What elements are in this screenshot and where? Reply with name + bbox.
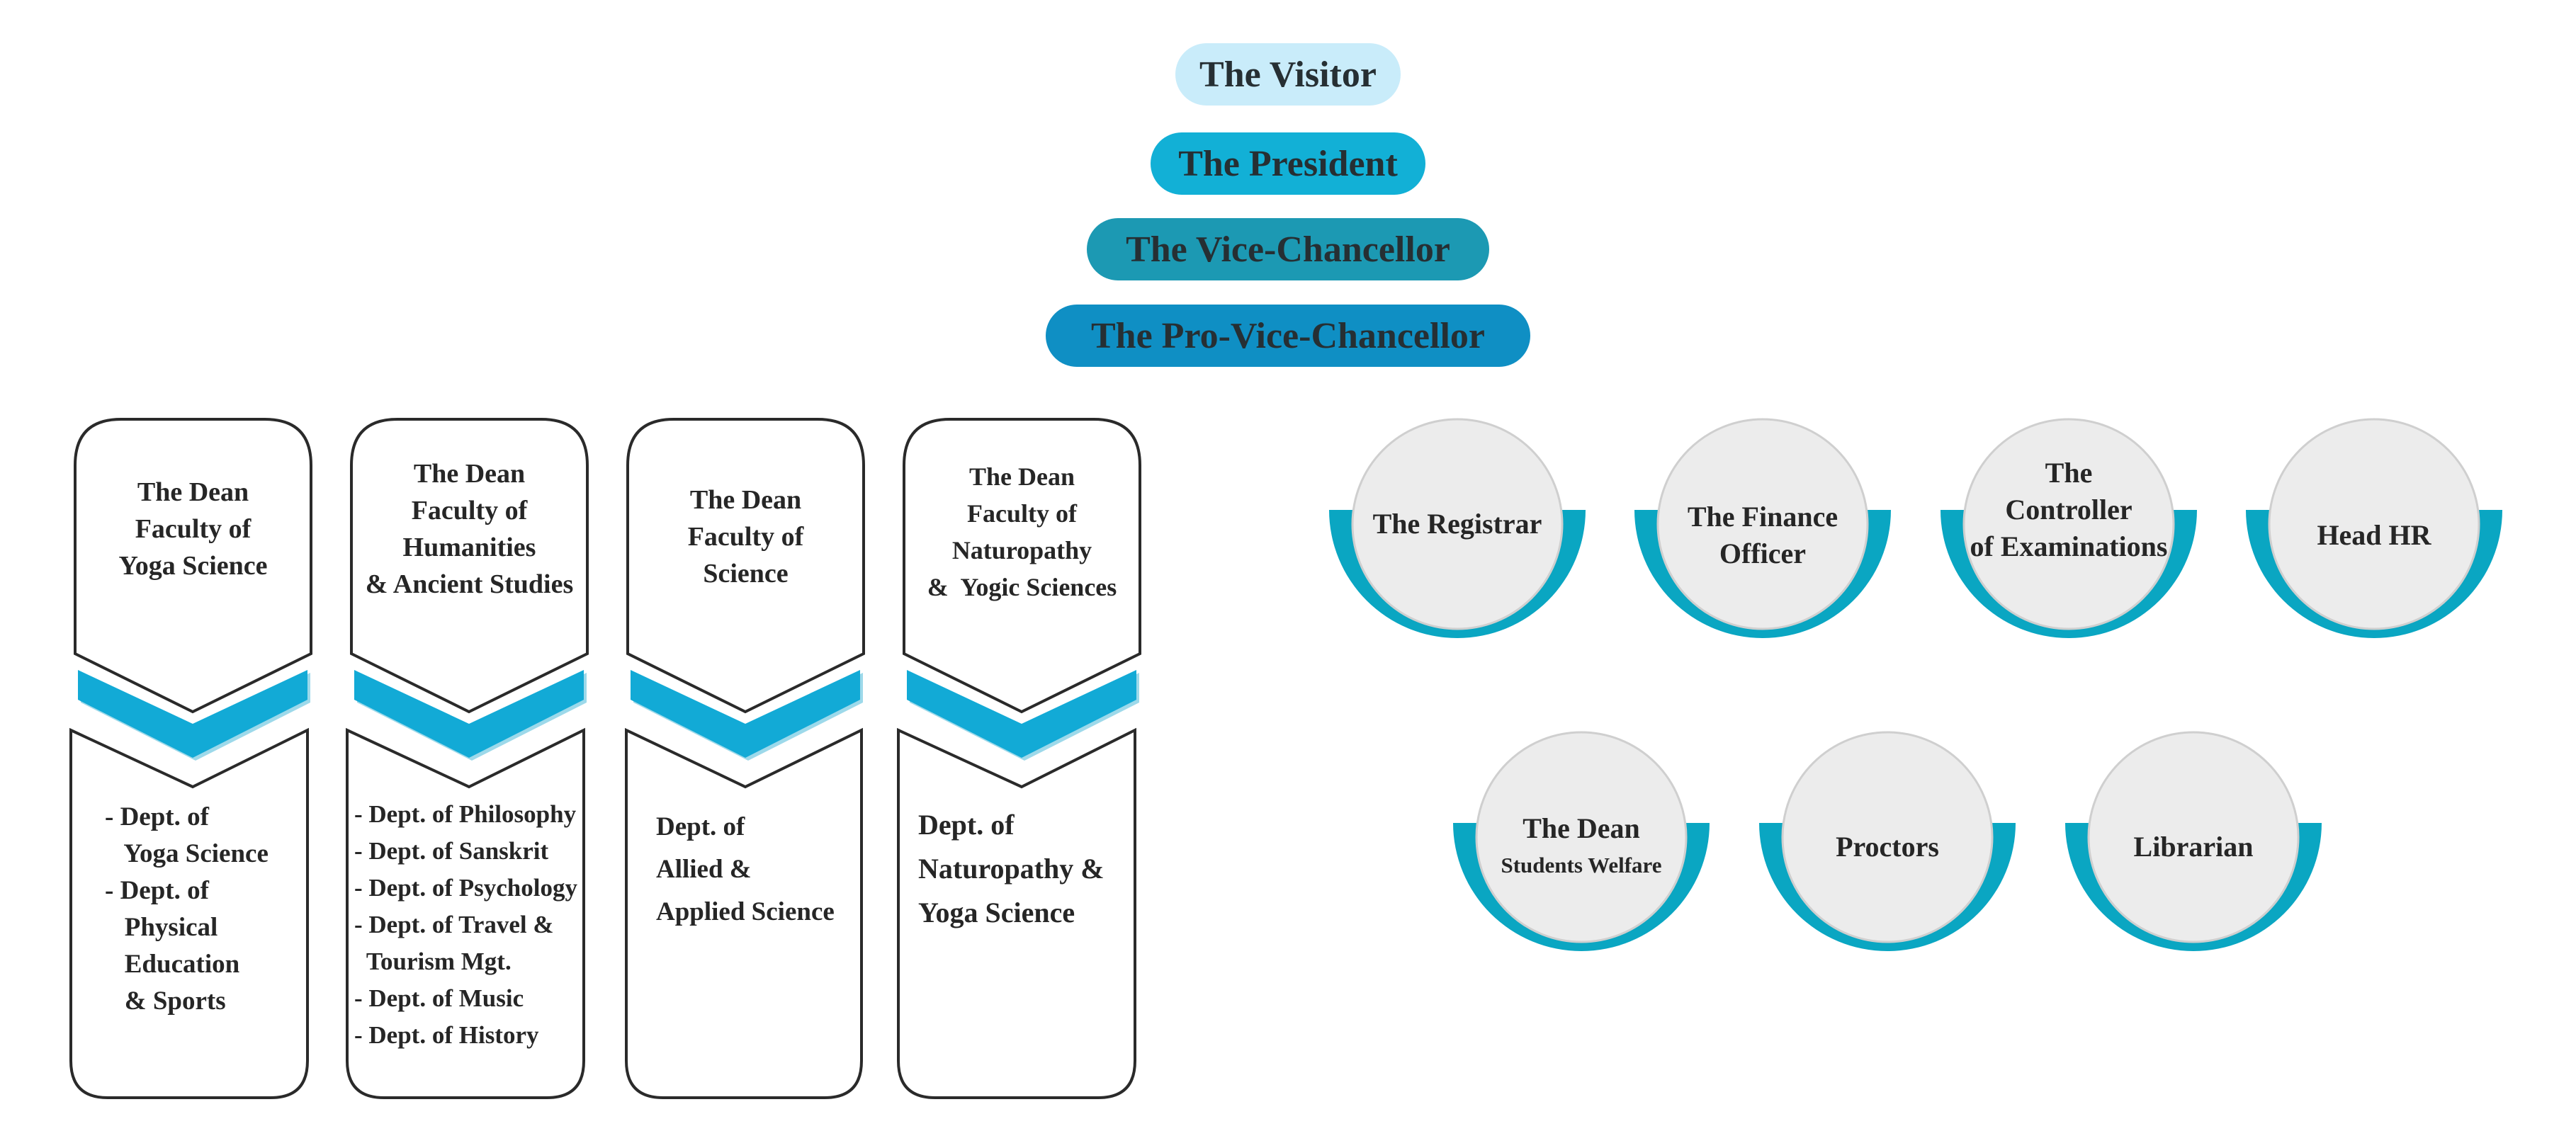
dean-line: Science	[703, 559, 789, 589]
dept-line: Dept. of	[656, 812, 745, 841]
president-pill: The President	[1151, 132, 1425, 195]
officer-line: Proctors	[1836, 831, 1939, 863]
chevron-arrow	[354, 670, 584, 758]
dean-line: The Dean	[689, 485, 802, 515]
dean-line: Yoga Science	[118, 551, 268, 581]
visitor-pill: The Visitor	[1175, 43, 1401, 106]
officer-line: Controller	[2005, 494, 2132, 525]
dept-line: Tourism Mgt.	[354, 948, 512, 975]
officer-label-controller: The Controller of Examinations	[1964, 404, 2174, 616]
officer-circle-hr	[2246, 418, 2502, 638]
officer-label-finance: The Finance Officer	[1658, 429, 1868, 642]
dean-line: The Dean	[137, 477, 249, 507]
dean-line: Faculty of	[411, 496, 528, 525]
circle-disc	[1475, 731, 1688, 943]
circle-disc	[1962, 418, 2175, 630]
faculty-departments: - Dept. of Philosophy - Dept. of Sanskri…	[354, 796, 577, 1054]
officer-circle-controller	[1941, 418, 2197, 638]
faculty-column-3	[625, 418, 865, 1099]
faculty-dept-box	[69, 727, 309, 1099]
faculty-dean-label: The Dean Faculty of Yoga Science	[75, 474, 311, 584]
officer-line: The Registrar	[1372, 508, 1542, 540]
officer-circle-finance	[1634, 418, 1891, 638]
faculty-dean-label: The Dean Faculty of Humanities & Ancient…	[351, 455, 587, 603]
faculty-departments: Dept. of Allied & Applied Science	[656, 806, 835, 933]
dean-line: Faculty of	[687, 522, 804, 552]
faculty-dept-box	[346, 727, 585, 1099]
dept-line: - Dept. of Sanskrit	[354, 837, 549, 865]
officer-label-dsw: The Dean Students Welfare	[1476, 741, 1686, 953]
officer-line: of Examinations	[1970, 530, 2168, 562]
vice-chancellor-pill: The Vice-Chancellor	[1087, 218, 1489, 280]
officer-line: Librarian	[2133, 831, 2254, 863]
faculty-dean-label: The Dean Faculty of Naturopathy & Yogic …	[904, 458, 1140, 606]
dept-line: - Dept. of	[105, 876, 209, 905]
dean-line: & Ancient Studies	[365, 569, 574, 599]
faculty-dept-box	[625, 727, 863, 1099]
officer-circle-dsw	[1453, 731, 1710, 951]
faculty-dean-box	[626, 418, 865, 714]
circle-disc	[1656, 418, 1869, 630]
officer-label-proctors: Proctors	[1783, 741, 1992, 953]
circle-disc	[1781, 731, 1994, 943]
circle-disc	[1351, 418, 1564, 630]
faculty-column-1	[69, 418, 312, 1099]
faculty-column-2	[346, 418, 589, 1099]
dean-line: The Dean	[968, 462, 1075, 491]
dean-line: Faculty of	[135, 514, 252, 544]
faculty-dept-box	[897, 727, 1136, 1099]
dept-line: - Dept. of History	[354, 1021, 539, 1049]
dept-line: Allied &	[656, 855, 752, 884]
faculty-departments: - Dept. of Yoga Science - Dept. of Physi…	[105, 799, 269, 1020]
pro-vice-chancellor-pill: The Pro-Vice-Chancellor	[1046, 305, 1530, 367]
circle-disc	[2087, 731, 2300, 943]
dept-line: - Dept. of Music	[354, 984, 524, 1012]
officer-line: The Dean	[1523, 812, 1640, 844]
dept-line: - Dept. of Philosophy	[354, 800, 577, 828]
dept-line: Yoga Science	[918, 897, 1075, 928]
officer-line: Head HR	[2317, 519, 2431, 551]
faculty-dean-box	[74, 418, 312, 714]
officer-line: The	[2045, 457, 2093, 489]
dept-line: - Dept. of Travel &	[354, 911, 554, 938]
dean-line: Naturopathy	[951, 536, 1092, 564]
faculty-column-4	[897, 418, 1141, 1099]
dean-line: & Yogic Sciences	[927, 573, 1117, 601]
dept-line: Physical	[105, 913, 218, 942]
officer-circle-proctors	[1759, 731, 2016, 951]
dept-line: Naturopathy &	[918, 853, 1105, 885]
officer-circle-registrar	[1329, 418, 1586, 638]
officer-label-registrar: The Registrar	[1352, 418, 1562, 630]
officer-line: The Finance	[1687, 501, 1838, 533]
officer-label-hr: Head HR	[2269, 429, 2479, 642]
chevron-arrow	[907, 670, 1136, 758]
officer-circle-librarian	[2065, 731, 2322, 951]
faculty-dean-label: The Dean Faculty of Science	[628, 482, 864, 592]
officer-line: Officer	[1719, 538, 1807, 569]
dept-line: & Sports	[105, 987, 226, 1016]
faculty-dean-box	[903, 418, 1141, 714]
chevron-arrow	[631, 670, 860, 758]
dept-line: Dept. of	[918, 809, 1015, 841]
officer-line: Students Welfare	[1501, 853, 1662, 877]
officer-label-librarian: Librarian	[2089, 741, 2298, 953]
dept-line: Yoga Science	[105, 839, 269, 868]
dept-line: Education	[105, 950, 240, 979]
circle-disc	[2268, 418, 2480, 630]
dean-line: Humanities	[402, 533, 536, 562]
dept-line: Applied Science	[656, 897, 835, 926]
dept-line: - Dept. of Psychology	[354, 874, 577, 902]
faculty-dean-box	[350, 418, 589, 714]
dean-line: The Dean	[413, 459, 526, 489]
chevron-arrow	[78, 670, 307, 758]
faculty-departments: Dept. of Naturopathy & Yoga Science	[918, 803, 1105, 935]
dept-line: - Dept. of	[105, 802, 209, 831]
dean-line: Faculty of	[967, 499, 1077, 528]
